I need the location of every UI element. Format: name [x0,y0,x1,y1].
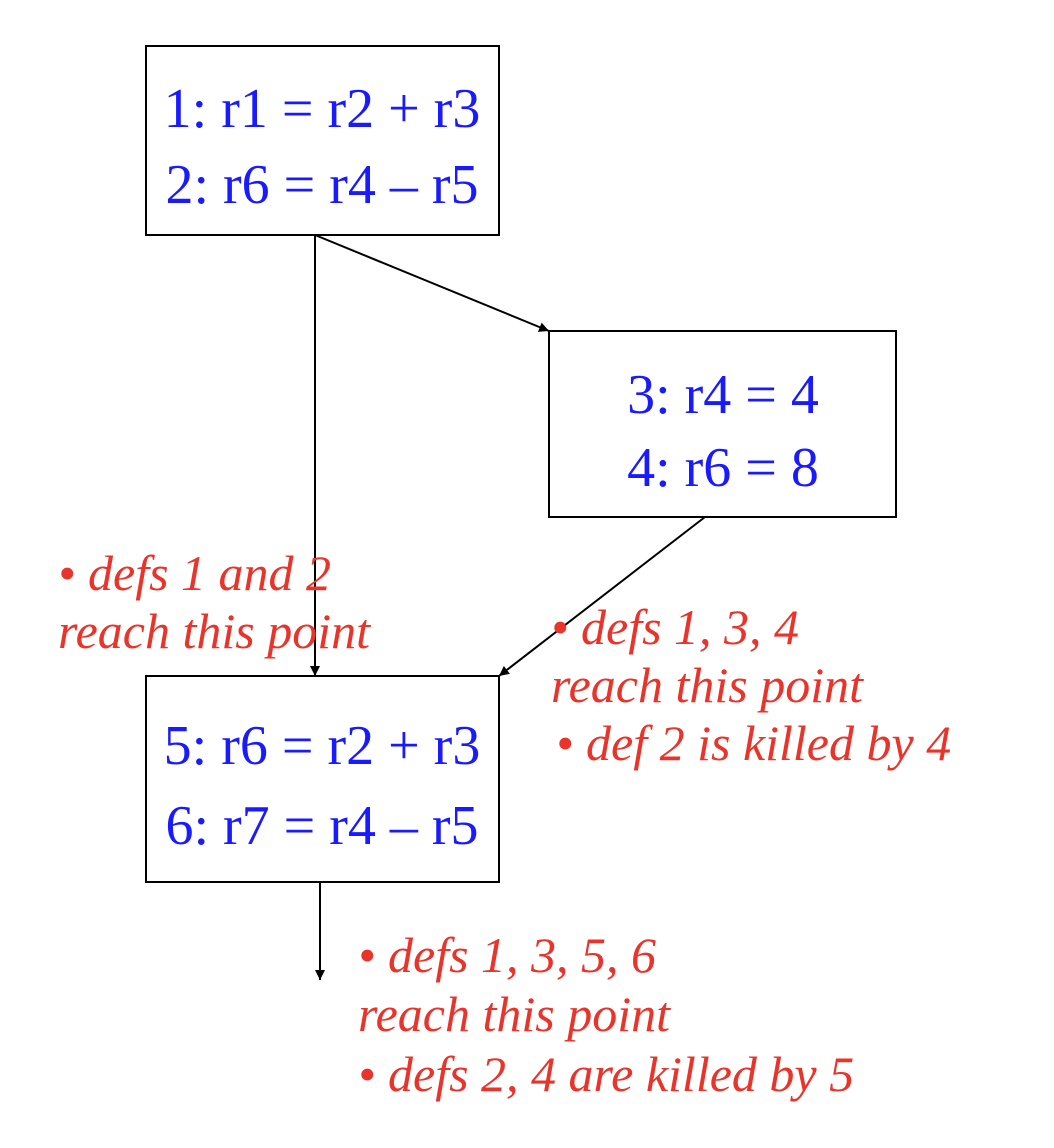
annotation-defs-1-2: • defs 1 and 2 reach this point [58,545,371,659]
block3-stmt-2: 6: r7 = r4 – r5 [165,795,478,857]
annotation-2-line-2: reach this point [551,657,864,713]
basic-block-1: 1: r1 = r2 + r3 2: r6 = r4 – r5 [145,45,500,236]
edge-block2-to-block3 [498,516,706,677]
annotation-3-line-3: • defs 2, 4 are killed by 5 [358,1046,854,1102]
annotation-1-line-2: reach this point [58,603,371,659]
basic-block-2-box [548,330,897,518]
block2-stmt-1: 3: r4 = 4 [627,364,819,426]
block1-stmt-2: 2: r6 = r4 – r5 [165,154,478,216]
basic-block-2: 3: r4 = 4 4: r6 = 8 [548,330,897,518]
block2-stmt-2: 4: r6 = 8 [627,437,819,499]
annotation-2-line-1: • defs 1, 3, 4 [551,599,799,655]
basic-block-3: 5: r6 = r2 + r3 6: r7 = r4 – r5 [145,675,500,883]
edge-block1-to-block2 [314,234,550,332]
basic-block-3-box [145,675,500,883]
annotation-3-line-1: • defs 1, 3, 5, 6 [358,927,656,983]
annotation-defs-1-3-4: • defs 1, 3, 4 reach this point • def 2 … [551,599,951,771]
basic-block-1-box [145,45,500,236]
annotation-1-line-1: • defs 1 and 2 [58,545,331,601]
block1-stmt-1: 1: r1 = r2 + r3 [164,78,481,140]
annotation-defs-1-3-5-6: • defs 1, 3, 5, 6 reach this point • def… [358,927,854,1102]
block3-stmt-1: 5: r6 = r2 + r3 [164,715,481,777]
annotation-2-line-3: • def 2 is killed by 4 [556,715,951,771]
annotation-3-line-2: reach this point [358,986,671,1042]
